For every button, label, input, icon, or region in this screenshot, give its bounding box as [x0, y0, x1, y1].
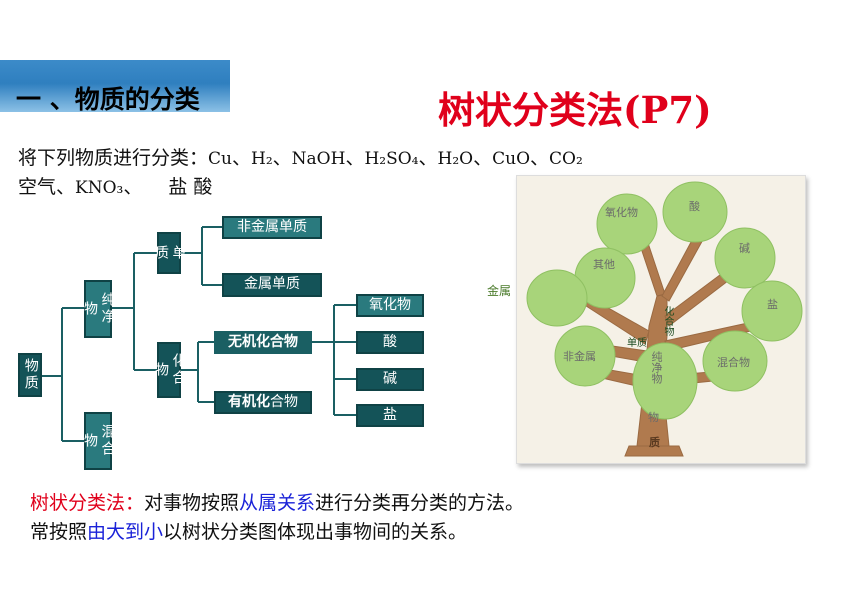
formula-cuo: CuO [492, 149, 531, 169]
separator: 、 [56, 176, 76, 198]
organic-rest: 合物 [270, 393, 298, 410]
formula-co2: CO₂ [549, 149, 583, 169]
substance-hydrochloric-acid: 盐 酸 [168, 176, 213, 198]
summary-text: 以树状分类图体现出事物间的关系。 [163, 521, 468, 543]
leaf-metal [526, 269, 588, 327]
tree-label-base: 碱 [739, 242, 750, 255]
node-organic-compound: 有机化合物 [214, 391, 312, 414]
tree-label-matter: 物 [648, 411, 659, 424]
tree-label-mixture: 混合物 [717, 356, 750, 369]
task-line-2: 空气、KNO₃、盐 酸 [18, 172, 212, 199]
substance-air: 空气 [18, 176, 57, 198]
leaf-oxide [596, 193, 658, 255]
tree-label-nonmetal: 非金属 [563, 350, 596, 363]
formula-h2so4: H₂SO₄ [364, 149, 419, 169]
node-element: 单质 [153, 232, 187, 274]
organic-highlight: 有机化 [228, 393, 270, 410]
summary-text: 常按照 [30, 521, 88, 543]
summary-line-1: 树状分类法：对事物按照从属关系进行分类再分类的方法。 [30, 488, 524, 515]
leaf-mixture [702, 330, 768, 392]
tree-label-salt: 盐 [767, 298, 778, 311]
tree-label-other: 其他 [593, 258, 615, 271]
inorganic-rest: 合物 [270, 333, 298, 350]
summary-term: 树状分类法： [30, 492, 145, 514]
formula-h2o: H₂O [437, 149, 474, 169]
node-salt: 盐 [356, 404, 424, 427]
separator: 、 [418, 147, 438, 169]
summary-line-2: 常按照由大到小以树状分类图体现出事物间的关系。 [30, 517, 467, 544]
node-mixture: 混合物 [82, 412, 116, 470]
leaf-acid [662, 181, 728, 243]
node-nonmetal-element: 非金属单质 [222, 216, 322, 239]
classification-tree-illustration: 氧化物 酸 碱 其他 盐 非金属 混合物 化合物 单质 纯净物 物 质 [516, 175, 806, 464]
summary-highlight-subordination: 从属关系 [239, 492, 316, 514]
summary-highlight-large-to-small: 由大到小 [87, 521, 164, 543]
tree-label-element-branch: 单质 [627, 338, 647, 349]
leaf-pure-substance [632, 342, 698, 420]
section-header-bar [0, 60, 230, 112]
node-inorganic-compound: 无机化合物 [214, 331, 312, 354]
node-oxide: 氧化物 [356, 294, 424, 317]
tree-drawing [526, 181, 803, 457]
inorganic-highlight: 无机化 [228, 333, 270, 350]
separator: 、 [231, 147, 251, 169]
tree-label-oxide: 氧化物 [605, 206, 638, 219]
formula-naoh: NaOH [291, 149, 346, 169]
tree-label-metal: 金属 [487, 284, 512, 298]
formula-kno3: KNO₃ [75, 178, 124, 198]
separator: 、 [473, 147, 493, 169]
separator: 、 [272, 147, 292, 169]
tree-base [624, 445, 684, 457]
separator: 、 [530, 147, 550, 169]
separator: 、 [345, 147, 365, 169]
summary-text: 对事物按照 [144, 492, 240, 514]
tree-label-base-text: 质 [649, 436, 660, 449]
summary-text: 进行分类再分类的方法。 [315, 492, 525, 514]
tree-label-compound-branch: 化合物 [662, 306, 673, 336]
node-metal-element: 金属单质 [222, 273, 322, 297]
separator: 、 [123, 176, 143, 198]
tree-label-acid: 酸 [689, 200, 700, 213]
task-line-1: 将下列物质进行分类：Cu、H₂、NaOH、H₂SO₄、H₂O、CuO、CO₂ [18, 143, 583, 170]
leaf-base [714, 227, 776, 289]
node-pure-substance: 纯净物 [82, 280, 116, 338]
node-compound: 化合物 [153, 342, 187, 398]
node-matter: 物质 [18, 353, 42, 397]
leaf-salt [741, 280, 803, 342]
node-base: 碱 [356, 368, 424, 391]
node-acid: 酸 [356, 331, 424, 354]
slide-title: 树状分类法(P7) [438, 88, 712, 132]
formula-cu: Cu [208, 149, 232, 169]
task-prefix: 将下列物质进行分类： [18, 147, 209, 169]
section-heading: 一 、物质的分类 [16, 85, 200, 114]
tree-label-pure-trunk: 纯净物 [650, 351, 663, 384]
formula-h2: H₂ [251, 149, 273, 169]
leaf-nonmetal [554, 325, 616, 387]
